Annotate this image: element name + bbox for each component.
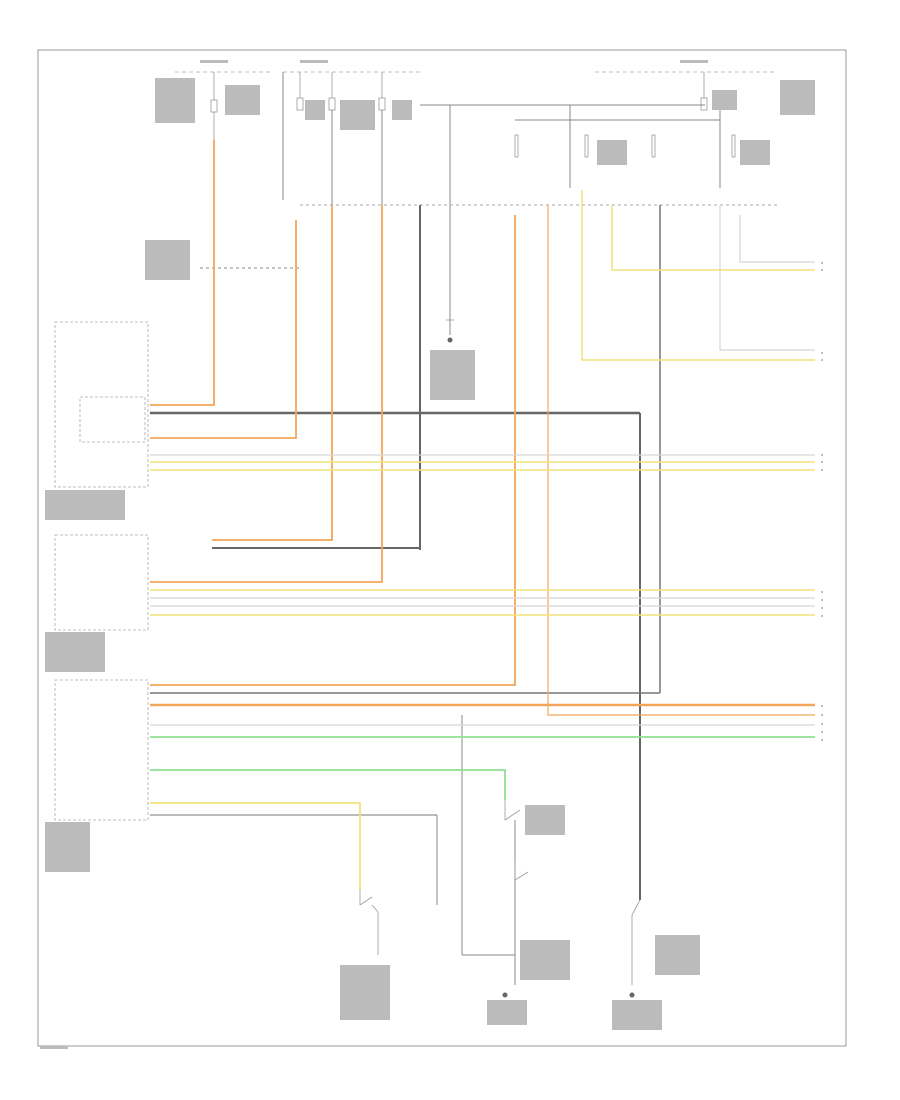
component-labels: [45, 60, 815, 1030]
module-boxes: [54, 321, 149, 821]
orange-wires: [150, 140, 815, 716]
right-edge-connectors: [821, 262, 823, 741]
yellow-wires: [150, 190, 815, 890]
light-gray-wires: [150, 205, 815, 726]
footer-code-block: [40, 1046, 68, 1049]
fuse-symbols: [210, 72, 736, 158]
ground-points: [447, 337, 635, 998]
switches-and-grounds: [359, 319, 641, 985]
gray-thin-wires: [150, 72, 780, 985]
diagram-frame: [37, 49, 847, 1047]
green-wires: [150, 736, 815, 800]
